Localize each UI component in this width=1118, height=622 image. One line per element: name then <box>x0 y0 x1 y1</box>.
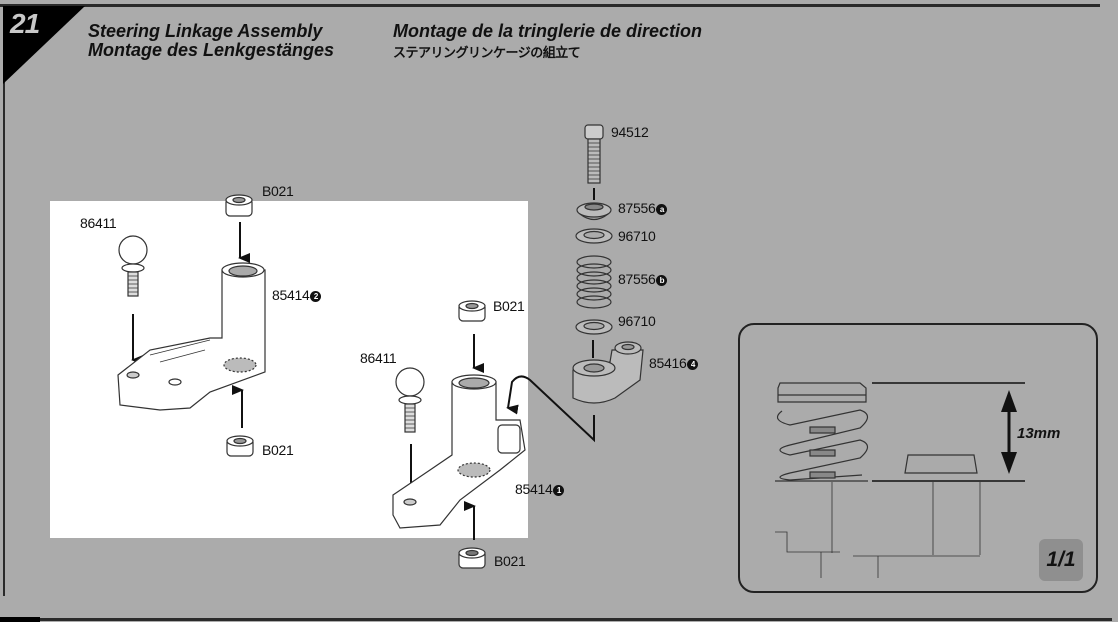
left-steering-arm <box>117 262 266 411</box>
frame-left-border <box>3 4 5 596</box>
dimension-label: 13mm <box>1017 425 1061 442</box>
washer-top <box>575 228 613 244</box>
spring <box>576 255 612 309</box>
label-washer-top: 96710 <box>618 228 656 244</box>
part-number: 85414 <box>515 481 553 497</box>
part-marker: 4 <box>687 359 699 370</box>
part-marker: 2 <box>310 291 322 302</box>
part-number: 85414 <box>272 287 310 303</box>
title-en: Steering Linkage Assembly <box>88 21 323 41</box>
saver-screw <box>584 124 604 184</box>
title-ja: ステアリングリンケージの組立て <box>393 45 581 60</box>
left-top-bearing <box>225 194 253 217</box>
label-left-bottom-bearing: B021 <box>262 442 294 458</box>
washer-bottom <box>575 319 613 335</box>
detail-spring-drawing <box>775 382 978 482</box>
label-saver-screw: 94512 <box>611 124 649 140</box>
right-bottom-bearing <box>458 547 486 569</box>
part-marker: a <box>656 204 668 215</box>
title-fr: Montage de la tringlerie de direction <box>393 21 703 41</box>
step-number: 21 <box>10 8 40 39</box>
right-top-bearing <box>458 300 486 322</box>
right-steering-arm <box>392 374 526 529</box>
part-marker: 1 <box>553 485 565 496</box>
left-ball-stud <box>118 235 148 297</box>
next-step-tab <box>0 617 40 622</box>
label-washer-bottom: 96710 <box>618 313 656 329</box>
label-left-ball-stud: 86411 <box>80 215 117 231</box>
label-right-bottom-bearing: B021 <box>494 553 526 569</box>
label-right-ball-stud: 86411 <box>360 350 397 366</box>
part-number: 87556 <box>618 271 656 287</box>
detail-base-lines <box>775 482 981 578</box>
part-number: 87556 <box>618 200 656 216</box>
part-marker: b <box>656 275 668 286</box>
title-de: Montage des Lenkgestänges <box>88 40 335 60</box>
left-bottom-bearing <box>226 435 254 457</box>
spring-cap <box>576 202 612 221</box>
label-left-top-bearing: B021 <box>262 183 294 199</box>
frame-bottom-border <box>0 618 1112 621</box>
scale-badge: 1/1 <box>1039 539 1083 581</box>
dimension-arrow <box>1001 390 1017 474</box>
saver-arm <box>572 341 644 404</box>
part-number: 85416 <box>649 355 687 371</box>
frame-top-border <box>0 4 1100 7</box>
right-ball-stud <box>395 367 425 433</box>
link-arrow <box>506 375 595 443</box>
detail-inset-box <box>738 323 1098 593</box>
label-right-top-bearing: B021 <box>493 298 525 314</box>
